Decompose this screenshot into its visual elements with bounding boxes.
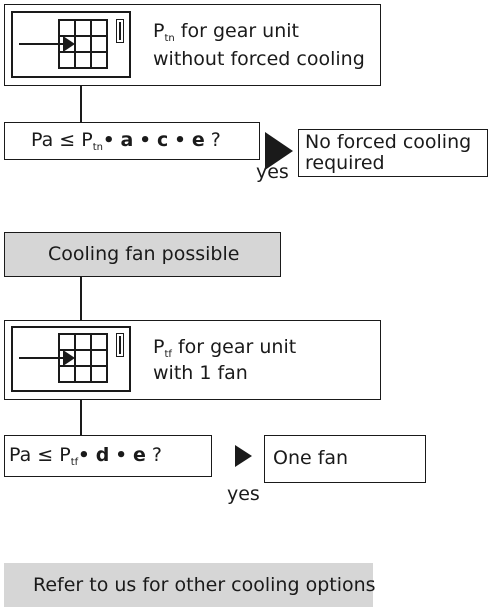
triangle-pointer-icon [235,445,255,467]
right-arrow-icon [19,357,69,359]
cooling-fan-possible-text: Cooling fan possible [48,243,240,265]
box2-text-line1: Ptf for gear unit [153,336,297,360]
triangle-pointer-icon [265,132,296,170]
refer-other-options-text: Refer to us for other cooling options [33,574,376,596]
box-ptn-without-cooling: Ptn for gear unit without forced cooling [4,4,381,86]
box-ptf-with-fan: Ptf for gear unit with 1 fan [4,320,381,400]
yes-label-1: yes [256,161,289,183]
box2-text-line2: with 1 fan [153,362,248,384]
connector-line [80,400,82,436]
box1-text-line2: without forced cooling [153,48,365,70]
performance-table-icon [11,326,131,392]
condition-1-text: Pa ≤ Ptn• a • c • e ? [31,129,221,153]
condition-box-2: Pa ≤ Ptf• d • e ? [4,435,212,477]
yes-label-2: yes [227,483,260,505]
connector-line [80,277,82,321]
cooling-fan-possible-box: Cooling fan possible [4,232,281,277]
condition-2-text: Pa ≤ Ptf• d • e ? [9,444,162,468]
thermometer-icon [116,19,124,43]
result-box-no-cooling: No forced cooling required [298,129,488,177]
performance-table-icon [11,11,131,78]
right-arrow-icon [19,43,69,45]
result-1-line1: No forced cooling [305,131,472,153]
box1-text-line1: Ptn for gear unit [153,20,299,44]
refer-other-options-box: Refer to us for other cooling options [4,563,376,607]
thermometer-icon [116,333,124,357]
result-2-text: One fan [273,447,349,469]
connector-line [80,86,82,122]
result-1-line2: required [305,152,385,174]
condition-box-1: Pa ≤ Ptn• a • c • e ? [4,122,260,160]
result-box-one-fan: One fan [264,435,426,483]
